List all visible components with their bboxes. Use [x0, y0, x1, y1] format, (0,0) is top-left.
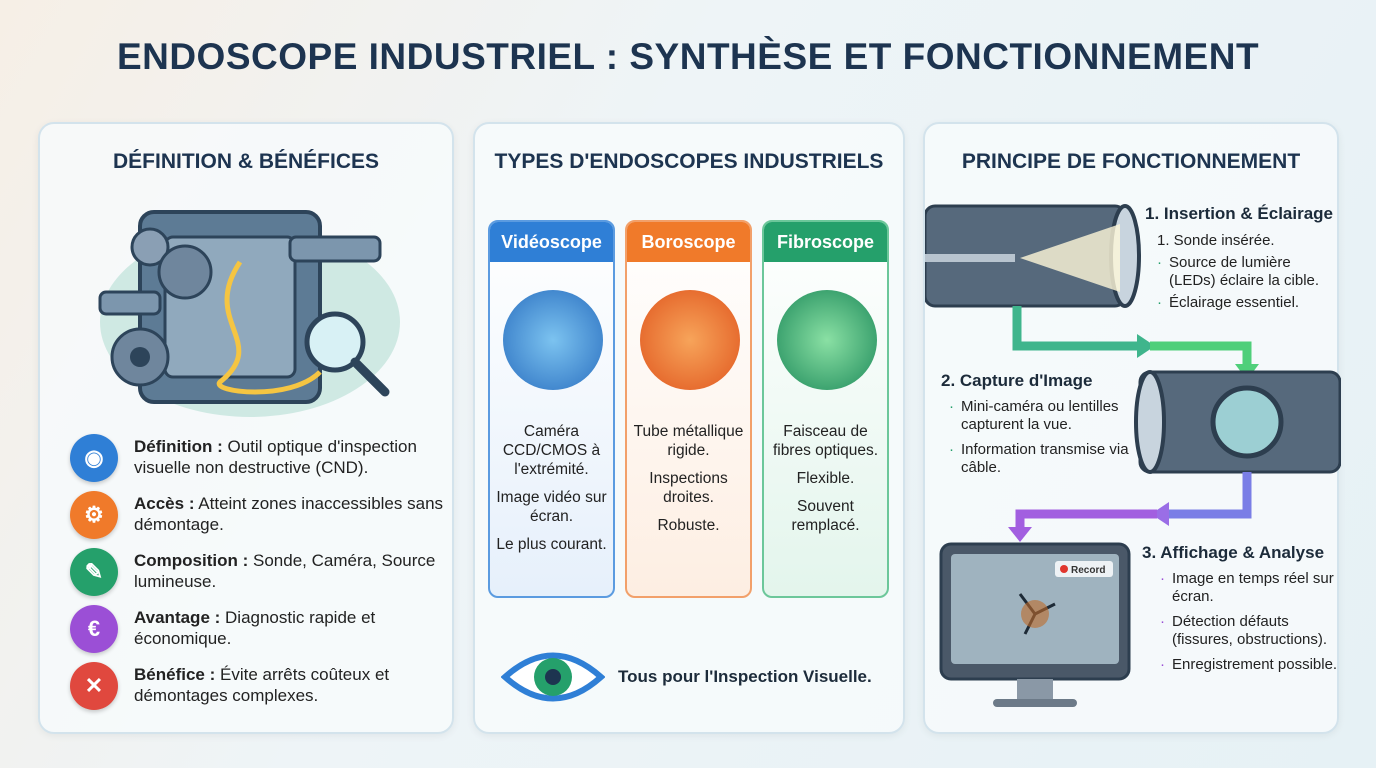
page-title: ENDOSCOPE INDUSTRIEL : SYNTHÈSE ET FONCT… — [116, 36, 1260, 77]
list-item: ✕ Bénéfice : Évite arrêts coûteux et dém… — [70, 662, 444, 710]
card-text: Caméra CCD/CMOS à l'extrémité.Image vidé… — [496, 423, 607, 553]
step-title: 2. Capture d'Image — [941, 371, 1093, 390]
item-text: Sonde, Caméra, Source lumineuse. — [134, 551, 436, 591]
item-label: Avantage : — [134, 608, 221, 627]
panel-heading: TYPES D'ENDOSCOPES INDUSTRIELS — [494, 150, 884, 173]
process-illustration: Record — [925, 204, 1341, 707]
step-bullets: ·Image en temps réel sur écran. ·Détecti… — [1160, 570, 1338, 673]
video-camera-icon — [503, 290, 603, 390]
footer-text: Tous pour l'Inspection Visuelle. — [618, 667, 872, 686]
item-text: Évite arrêts coûteux et démontages compl… — [134, 665, 390, 705]
card-title: Boroscope — [627, 222, 750, 262]
card-boroscope: Boroscope Tube métallique rigide.Inspect… — [625, 220, 752, 598]
panel-heading: DÉFINITION & BÉNÉFICES — [112, 150, 380, 173]
item-text: Outil optique d'inspection visuelle non … — [134, 437, 417, 477]
item-label: Bénéfice : — [134, 665, 216, 684]
list-item: ✎ Composition : Sonde, Caméra, Source lu… — [70, 548, 444, 596]
step-title: 3. Affichage & Analyse — [1142, 543, 1325, 562]
card-videoscope: Vidéoscope Caméra CCD/CMOS à l'extrémité… — [488, 220, 615, 598]
card-title: Vidéoscope — [490, 222, 613, 262]
item-label: Composition : — [134, 551, 249, 570]
shield-eye-icon: ◉ — [70, 434, 118, 482]
item-label: Définition : — [134, 437, 223, 456]
step-title: 1. Insertion & Éclairage — [1145, 204, 1334, 223]
euro-icon: € — [70, 605, 118, 653]
list-item: € Avantage : Diagnostic rapide et économ… — [70, 605, 444, 653]
fiber-bundle-icon — [777, 290, 877, 390]
card-fibroscope: Fibroscope Faisceau de fibres optiques.F… — [762, 220, 889, 598]
list-item: ⚙ Accès : Atteint zones inaccessibles sa… — [70, 491, 444, 539]
record-label: Record — [1071, 565, 1105, 576]
list-item: ◉ Définition : Outil optique d'inspectio… — [70, 434, 444, 482]
step-bullets: ·Mini-caméra ou lentilles capturent la v… — [949, 398, 1129, 476]
panel-heading: PRINCIPE DE FONCTIONNEMENT — [961, 150, 1301, 173]
item-text: Atteint zones inaccessibles sans démonta… — [134, 494, 444, 534]
probe-light-icon: ✎ — [70, 548, 118, 596]
rigid-tube-icon — [640, 290, 740, 390]
item-text: Diagnostic rapide et économique. — [134, 608, 376, 648]
endoscope-machine-illustration — [98, 210, 400, 417]
eye-icon — [501, 652, 605, 702]
card-text: Faisceau de fibres optiques.Flexible.Sou… — [772, 423, 879, 534]
principle-panel: PRINCIPE DE FONCTIONNEMENT Record 1. Ins… — [923, 122, 1341, 734]
card-text: Tube métallique rigide.Inspections droit… — [633, 423, 744, 534]
definition-panel: DÉFINITION & BÉNÉFICES ◉ Définition : Ou… — [38, 122, 454, 734]
types-panel: TYPES D'ENDOSCOPES INDUSTRIELS Vidéoscop… — [473, 122, 905, 734]
card-title: Fibroscope — [764, 222, 887, 262]
step-bullets: 1. Sonde insérée. ·Source de lumière (LE… — [1157, 232, 1320, 311]
gear-arrow-icon: ⚙ — [70, 491, 118, 539]
item-label: Accès : — [134, 494, 195, 513]
cross-icon: ✕ — [70, 662, 118, 710]
